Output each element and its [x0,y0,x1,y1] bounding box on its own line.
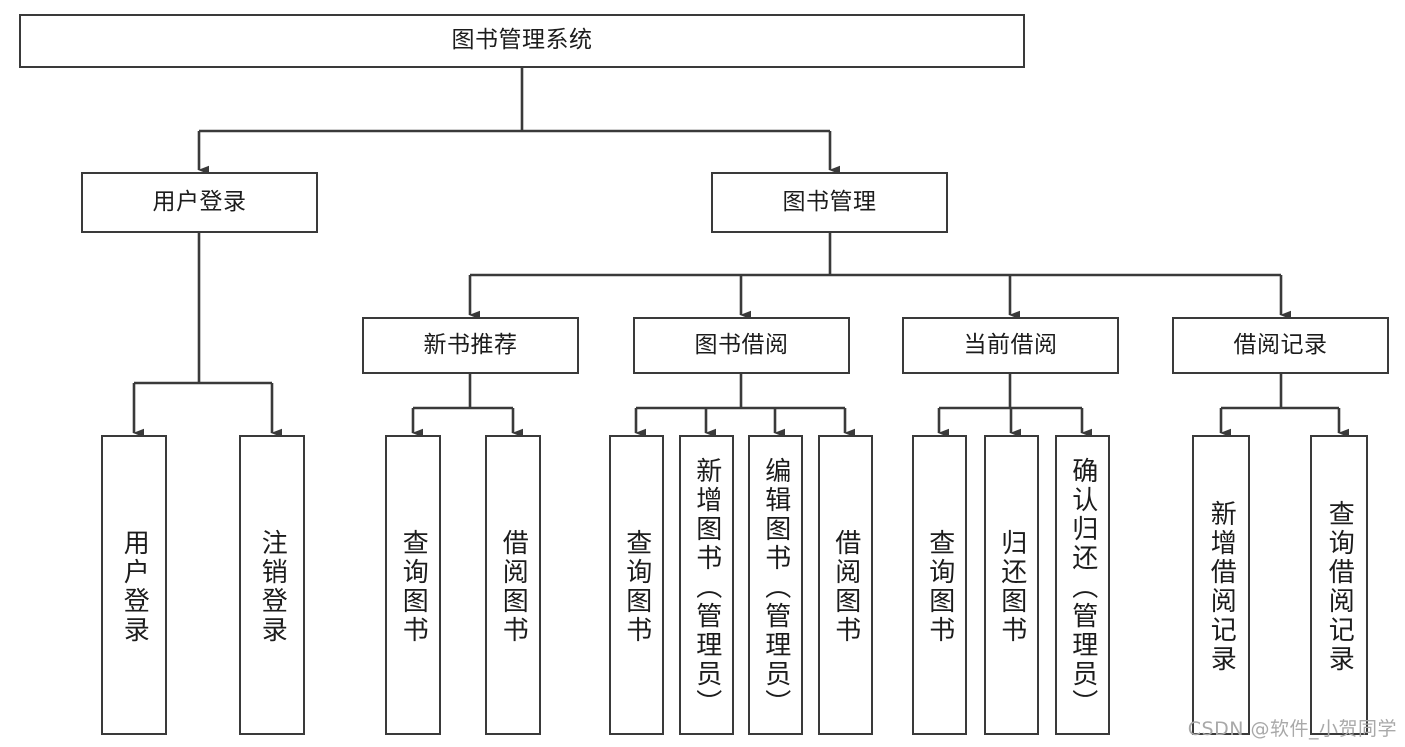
node-leaf-br-add-record-label: 新增借阅记录 [1206,500,1237,674]
node-leaf-bb-add-book-label: 新增图书（管理员） [691,456,722,718]
node-book-manage[interactable]: 图书管理 [711,172,948,233]
watermark-text: CSDN @软件_小贺同学 [1187,718,1397,740]
node-book-borrow[interactable]: 图书借阅 [633,317,850,374]
node-leaf-br-query-record[interactable]: 查询借阅记录 [1310,435,1368,735]
node-leaf-bb-borrow-book-label: 借阅图书 [830,529,861,645]
node-leaf-cb-query-book-label: 查询图书 [924,529,955,645]
node-leaf-rec-query-book-label: 查询图书 [398,529,429,645]
node-leaf-rec-borrow-book-label: 借阅图书 [498,529,529,645]
node-leaf-user-logout-label: 注销登录 [257,529,288,645]
node-leaf-bb-borrow-book[interactable]: 借阅图书 [818,435,873,735]
node-leaf-cb-return-book-label: 归还图书 [996,529,1027,645]
node-leaf-br-add-record[interactable]: 新增借阅记录 [1192,435,1250,735]
node-leaf-user-login[interactable]: 用户登录 [101,435,167,735]
node-new-book-rec[interactable]: 新书推荐 [362,317,579,374]
node-current-borrow-label: 当前借阅 [963,331,1058,358]
node-current-borrow[interactable]: 当前借阅 [902,317,1119,374]
node-user-login-label: 用户登录 [152,188,247,215]
node-leaf-cb-query-book[interactable]: 查询图书 [912,435,967,735]
node-borrow-record[interactable]: 借阅记录 [1172,317,1389,374]
node-leaf-rec-borrow-book[interactable]: 借阅图书 [485,435,541,735]
node-new-book-rec-label: 新书推荐 [423,331,518,358]
node-leaf-bb-edit-book[interactable]: 编辑图书（管理员） [748,435,803,735]
node-leaf-bb-query-book-label: 查询图书 [621,529,652,645]
node-borrow-record-label: 借阅记录 [1233,331,1328,358]
node-book-manage-label: 图书管理 [782,188,877,215]
node-leaf-cb-confirm-return[interactable]: 确认归还（管理员） [1055,435,1110,735]
node-leaf-bb-add-book[interactable]: 新增图书（管理员） [679,435,734,735]
node-leaf-bb-query-book[interactable]: 查询图书 [609,435,664,735]
node-user-login[interactable]: 用户登录 [81,172,318,233]
node-leaf-user-login-label: 用户登录 [119,529,150,645]
node-root[interactable]: 图书管理系统 [19,14,1025,68]
node-leaf-rec-query-book[interactable]: 查询图书 [385,435,441,735]
node-book-borrow-label: 图书借阅 [694,331,789,358]
node-root-label: 图书管理系统 [451,27,593,54]
node-leaf-br-query-record-label: 查询借阅记录 [1324,500,1355,674]
node-leaf-cb-return-book[interactable]: 归还图书 [984,435,1039,735]
node-leaf-user-logout[interactable]: 注销登录 [239,435,305,735]
node-leaf-bb-edit-book-label: 编辑图书（管理员） [760,456,791,718]
node-leaf-cb-confirm-return-label: 确认归还（管理员） [1067,456,1098,718]
